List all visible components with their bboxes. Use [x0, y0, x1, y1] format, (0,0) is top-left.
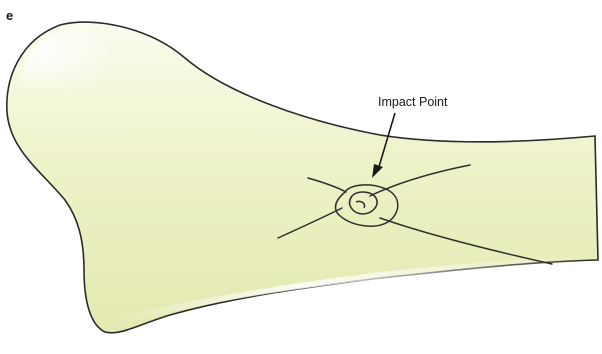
panel-letter: e [6, 8, 13, 23]
impact-point-label: Impact Point [378, 95, 448, 109]
